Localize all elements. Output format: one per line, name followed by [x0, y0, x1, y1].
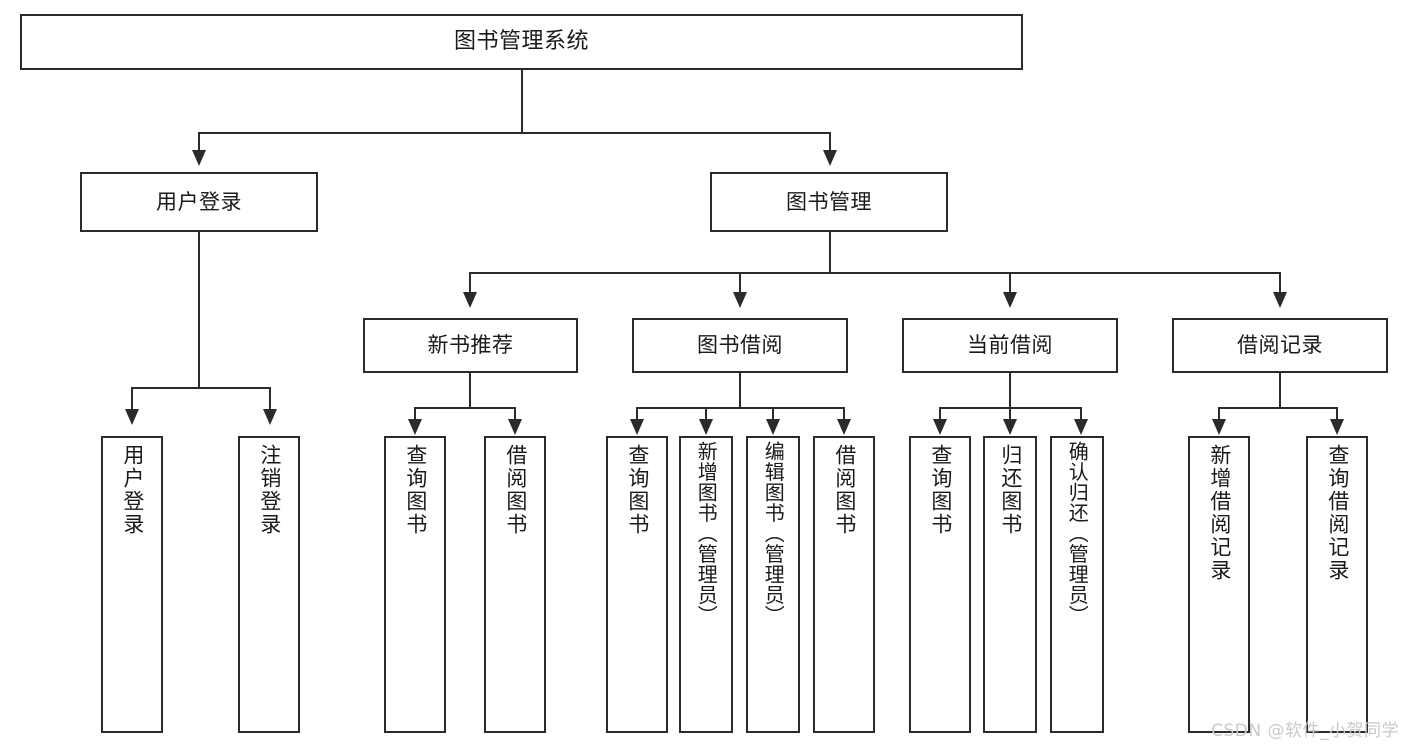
arrowhead-leaf-query-book-borrow [630, 419, 644, 435]
node-leaf-logout[interactable]: 注销登录 [238, 436, 300, 733]
arrowhead-leaf-query-borrow-record [1330, 419, 1344, 435]
node-label: 确认归还（管理员） [1065, 441, 1090, 626]
connector-level2-drop-2 [739, 272, 741, 292]
connector-current-borrow-drop-2 [1009, 407, 1011, 419]
connector-user-login-drop-1 [131, 387, 133, 409]
node-leaf-borrow-book-recommend[interactable]: 借阅图书 [484, 436, 546, 733]
connector-borrow-record-drop-2 [1336, 407, 1338, 419]
node-leaf-add-borrow-record[interactable]: 新增借阅记录 [1188, 436, 1250, 733]
connector-borrow-record-stem [1279, 373, 1281, 407]
arrowhead-book-borrow [733, 292, 747, 308]
connector-book-borrow-drop-2 [705, 407, 707, 419]
node-leaf-add-book-admin[interactable]: 新增图书（管理员） [679, 436, 733, 733]
node-leaf-query-book-current[interactable]: 查询图书 [909, 436, 971, 733]
node-leaf-borrow-book[interactable]: 借阅图书 [813, 436, 875, 733]
arrowhead-book-manage [823, 150, 837, 166]
node-leaf-query-book-borrow[interactable]: 查询图书 [606, 436, 668, 733]
arrowhead-current-borrow [1003, 292, 1017, 308]
node-leaf-confirm-return-admin[interactable]: 确认归还（管理员） [1050, 436, 1104, 733]
node-label: 查询图书 [625, 444, 650, 536]
connector-new-book-bus [414, 407, 515, 409]
node-label: 注销登录 [257, 444, 282, 536]
arrowhead-leaf-logout [263, 409, 277, 425]
connector-level2-bus [469, 272, 1280, 274]
connector-level2-drop-1 [469, 272, 471, 292]
connector-borrow-record-bus [1218, 407, 1337, 409]
node-label: 新增借阅记录 [1207, 444, 1232, 582]
node-leaf-return-book[interactable]: 归还图书 [983, 436, 1037, 733]
arrowhead-leaf-return-book [1003, 419, 1017, 435]
node-root-book-management-system[interactable]: 图书管理系统 [20, 14, 1023, 70]
node-label: 图书借阅 [697, 333, 783, 358]
connector-user-login-drop-2 [269, 387, 271, 409]
node-label: 借阅图书 [832, 444, 857, 536]
node-leaf-user-login[interactable]: 用户登录 [101, 436, 163, 733]
connector-borrow-record-drop-1 [1218, 407, 1220, 419]
connector-book-borrow-drop-3 [772, 407, 774, 419]
node-label: 查询图书 [928, 444, 953, 536]
connector-user-login-bus [131, 387, 269, 389]
node-label: 查询借阅记录 [1325, 444, 1350, 582]
connector-user-login-stem [198, 232, 200, 387]
csdn-watermark: CSDN @软件_小贺同学 [1211, 721, 1399, 741]
connector-level1-drop-left [198, 132, 200, 150]
arrowhead-leaf-user-login [125, 409, 139, 425]
arrowhead-user-login [192, 150, 206, 166]
connector-book-borrow-stem [739, 373, 741, 407]
node-label: 归还图书 [998, 444, 1023, 536]
node-label: 图书管理系统 [453, 29, 589, 55]
arrowhead-leaf-borrow-book-rec [508, 419, 522, 435]
connector-book-borrow-drop-1 [636, 407, 638, 419]
node-current-borrow[interactable]: 当前借阅 [902, 318, 1118, 373]
node-leaf-edit-book-admin[interactable]: 编辑图书（管理员） [746, 436, 800, 733]
node-borrow-record[interactable]: 借阅记录 [1172, 318, 1388, 373]
arrowhead-leaf-query-book-cur [933, 419, 947, 435]
arrowhead-leaf-edit-book-admin [766, 419, 780, 435]
node-leaf-query-book-recommend[interactable]: 查询图书 [384, 436, 446, 733]
node-label: 图书管理 [786, 189, 872, 214]
node-new-book-recommend[interactable]: 新书推荐 [363, 318, 578, 373]
arrowhead-leaf-borrow-book [837, 419, 851, 435]
node-label: 用户登录 [120, 444, 145, 536]
node-label: 新增图书（管理员） [694, 441, 719, 626]
node-label: 查询图书 [403, 444, 428, 536]
connector-level2-drop-4 [1279, 272, 1281, 292]
connector-current-borrow-drop-3 [1080, 407, 1082, 419]
node-label: 编辑图书（管理员） [761, 441, 786, 626]
arrowhead-borrow-record [1273, 292, 1287, 308]
node-label: 用户登录 [156, 189, 242, 214]
arrowhead-leaf-add-book-admin [699, 419, 713, 435]
connector-current-borrow-stem [1009, 373, 1011, 407]
node-book-management[interactable]: 图书管理 [710, 172, 948, 232]
node-label: 借阅记录 [1237, 333, 1323, 358]
connector-new-book-drop-1 [414, 407, 416, 419]
node-label: 借阅图书 [503, 444, 528, 536]
connector-new-book-drop-2 [514, 407, 516, 419]
node-user-login[interactable]: 用户登录 [80, 172, 318, 232]
node-book-borrow[interactable]: 图书借阅 [632, 318, 848, 373]
arrowhead-new-book-recommend [463, 292, 477, 308]
connector-new-book-stem [469, 373, 471, 407]
connector-book-borrow-drop-4 [843, 407, 845, 419]
connector-current-borrow-drop-1 [939, 407, 941, 419]
connector-root-stem [521, 70, 523, 132]
node-label: 当前借阅 [967, 333, 1053, 358]
connector-level1-bus [198, 132, 831, 134]
connector-level1-drop-right [829, 132, 831, 150]
node-leaf-query-borrow-record[interactable]: 查询借阅记录 [1306, 436, 1368, 733]
connector-book-borrow-bus [636, 407, 844, 409]
arrowhead-leaf-confirm-return-admin [1074, 419, 1088, 435]
connector-level2-drop-3 [1009, 272, 1011, 292]
arrowhead-leaf-query-book-rec [408, 419, 422, 435]
connector-book-manage-stem [829, 232, 831, 272]
node-label: 新书推荐 [427, 333, 514, 358]
arrowhead-leaf-add-borrow-record [1212, 419, 1226, 435]
